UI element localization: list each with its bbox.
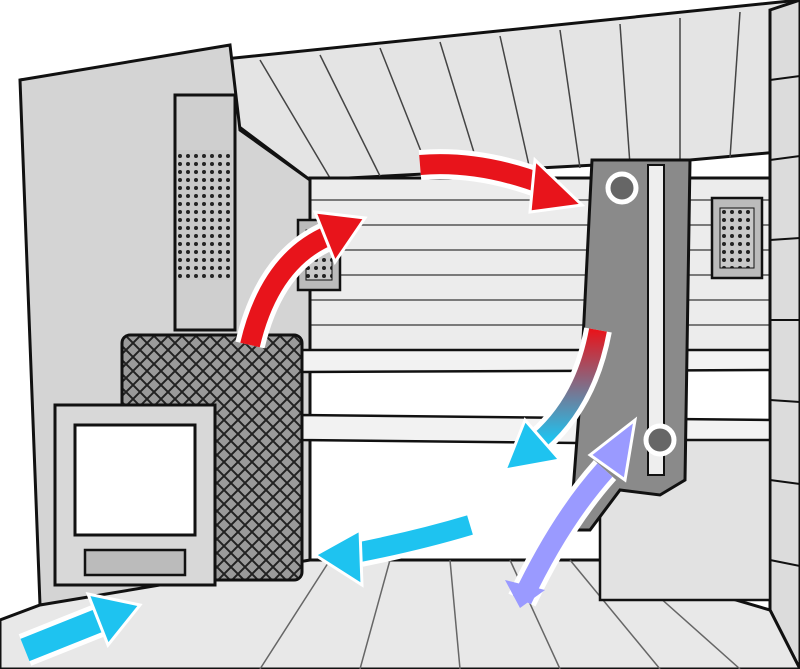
- fresh-air-inlet: [18, 591, 143, 666]
- ventilation-duct: [568, 158, 692, 532]
- stove-ash-drawer: [83, 548, 187, 577]
- right-wall-logs: [769, 75, 800, 567]
- hot-air-along-ceiling: [418, 149, 586, 214]
- cool-air-returning-to-stove: [312, 510, 475, 588]
- hot-air-rising-from-stove: [235, 210, 368, 349]
- airflow-arrows: [18, 149, 638, 666]
- lower-vent-opening: [643, 423, 677, 457]
- stove-firebox: [53, 403, 217, 587]
- air-exhaust-through-duct: [505, 416, 638, 608]
- right-wall: [768, 0, 800, 669]
- stove-chimney: [173, 93, 237, 332]
- air-cooling-down-wall: [502, 327, 612, 472]
- upper-bench: [298, 348, 772, 374]
- right-wall-lamp: [710, 196, 764, 280]
- upper-vent-opening: [605, 171, 639, 205]
